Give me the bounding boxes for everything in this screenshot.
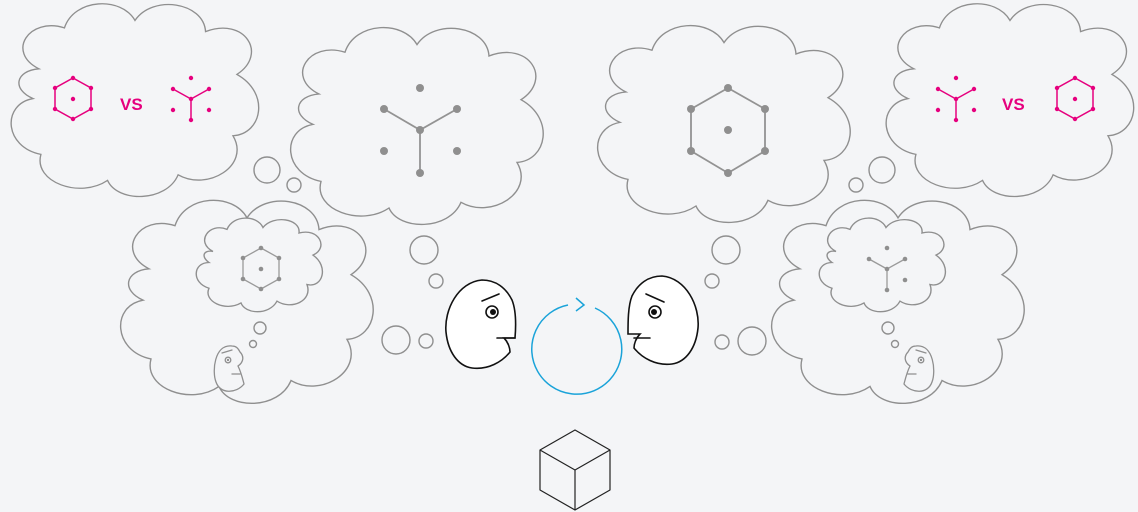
branch-graph-icon — [380, 84, 461, 177]
thought-cloud-branch — [289, 26, 544, 226]
thought-cloud-top-left: VS — [10, 3, 260, 198]
right-face-icon — [627, 275, 699, 366]
pink-branch-icon-right — [935, 75, 977, 123]
thought-cloud-top-right: VS — [885, 3, 1135, 198]
small-hexagon-icon — [240, 245, 282, 292]
vs-label-left: VS — [120, 95, 143, 114]
vs-label-right: VS — [1002, 95, 1025, 114]
pink-branch-icon — [170, 75, 212, 123]
pink-hexagon-icon — [52, 75, 94, 122]
thought-cloud-bottom-right — [770, 199, 1025, 405]
thought-bubbles-left-face — [381, 235, 444, 355]
small-face-icon — [213, 345, 245, 392]
hexagon-graph-icon — [687, 84, 769, 177]
thought-bubbles-top-right — [848, 156, 896, 193]
thought-cloud-bottom-left — [119, 199, 374, 405]
thought-cloud-hexagon — [596, 24, 851, 224]
small-face-icon-right — [903, 345, 935, 392]
thought-bubbles-right-face — [704, 235, 767, 356]
pink-hexagon-icon-right — [1054, 75, 1096, 122]
thought-bubbles-top-left — [253, 156, 302, 193]
cube-icon — [539, 429, 611, 511]
small-branch-icon — [866, 245, 908, 293]
left-face-icon — [445, 279, 517, 370]
cycle-arrow-icon — [531, 297, 623, 395]
